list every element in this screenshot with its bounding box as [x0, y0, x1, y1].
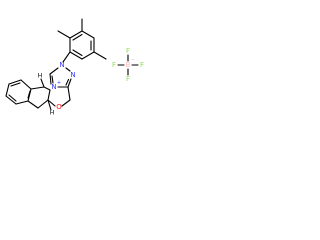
fluorine-bottom-label: F	[126, 75, 130, 83]
n-ring-right-label: N	[70, 71, 75, 79]
boron-charge: −	[131, 57, 135, 63]
fluorine-top-label: F	[126, 47, 130, 55]
triazolium-ring	[49, 67, 72, 88]
molecule-drawing: N N N + O H H B − F F F F	[5, 18, 144, 117]
methyl-right	[93, 51, 107, 60]
aryl-n-bond	[62, 51, 71, 63]
methyl-left	[57, 30, 71, 39]
boron-label: B	[126, 61, 131, 69]
oxazine-ring	[47, 86, 71, 107]
n-ring-top-label: N	[59, 61, 64, 69]
methyl-groups	[57, 18, 107, 60]
h-upper-label: H	[38, 73, 43, 80]
oxygen-label: O	[56, 103, 62, 111]
structure-diagram: N N N + O H H B − F F F F	[0, 0, 152, 152]
n-cationic-label: N	[51, 83, 56, 91]
stereo-h-bond-lower	[47, 99, 52, 111]
h-lower-label: H	[50, 110, 55, 117]
fluorine-right-label: F	[140, 61, 144, 69]
mesityl-ring	[69, 30, 95, 60]
fluorine-left-label: F	[112, 61, 116, 69]
tetrafluoroborate-anion: B − F F F F	[112, 47, 144, 83]
stereo-h-bond-upper	[40, 78, 45, 88]
n-cationic-charge: +	[57, 80, 61, 86]
indane-ring	[5, 79, 51, 109]
